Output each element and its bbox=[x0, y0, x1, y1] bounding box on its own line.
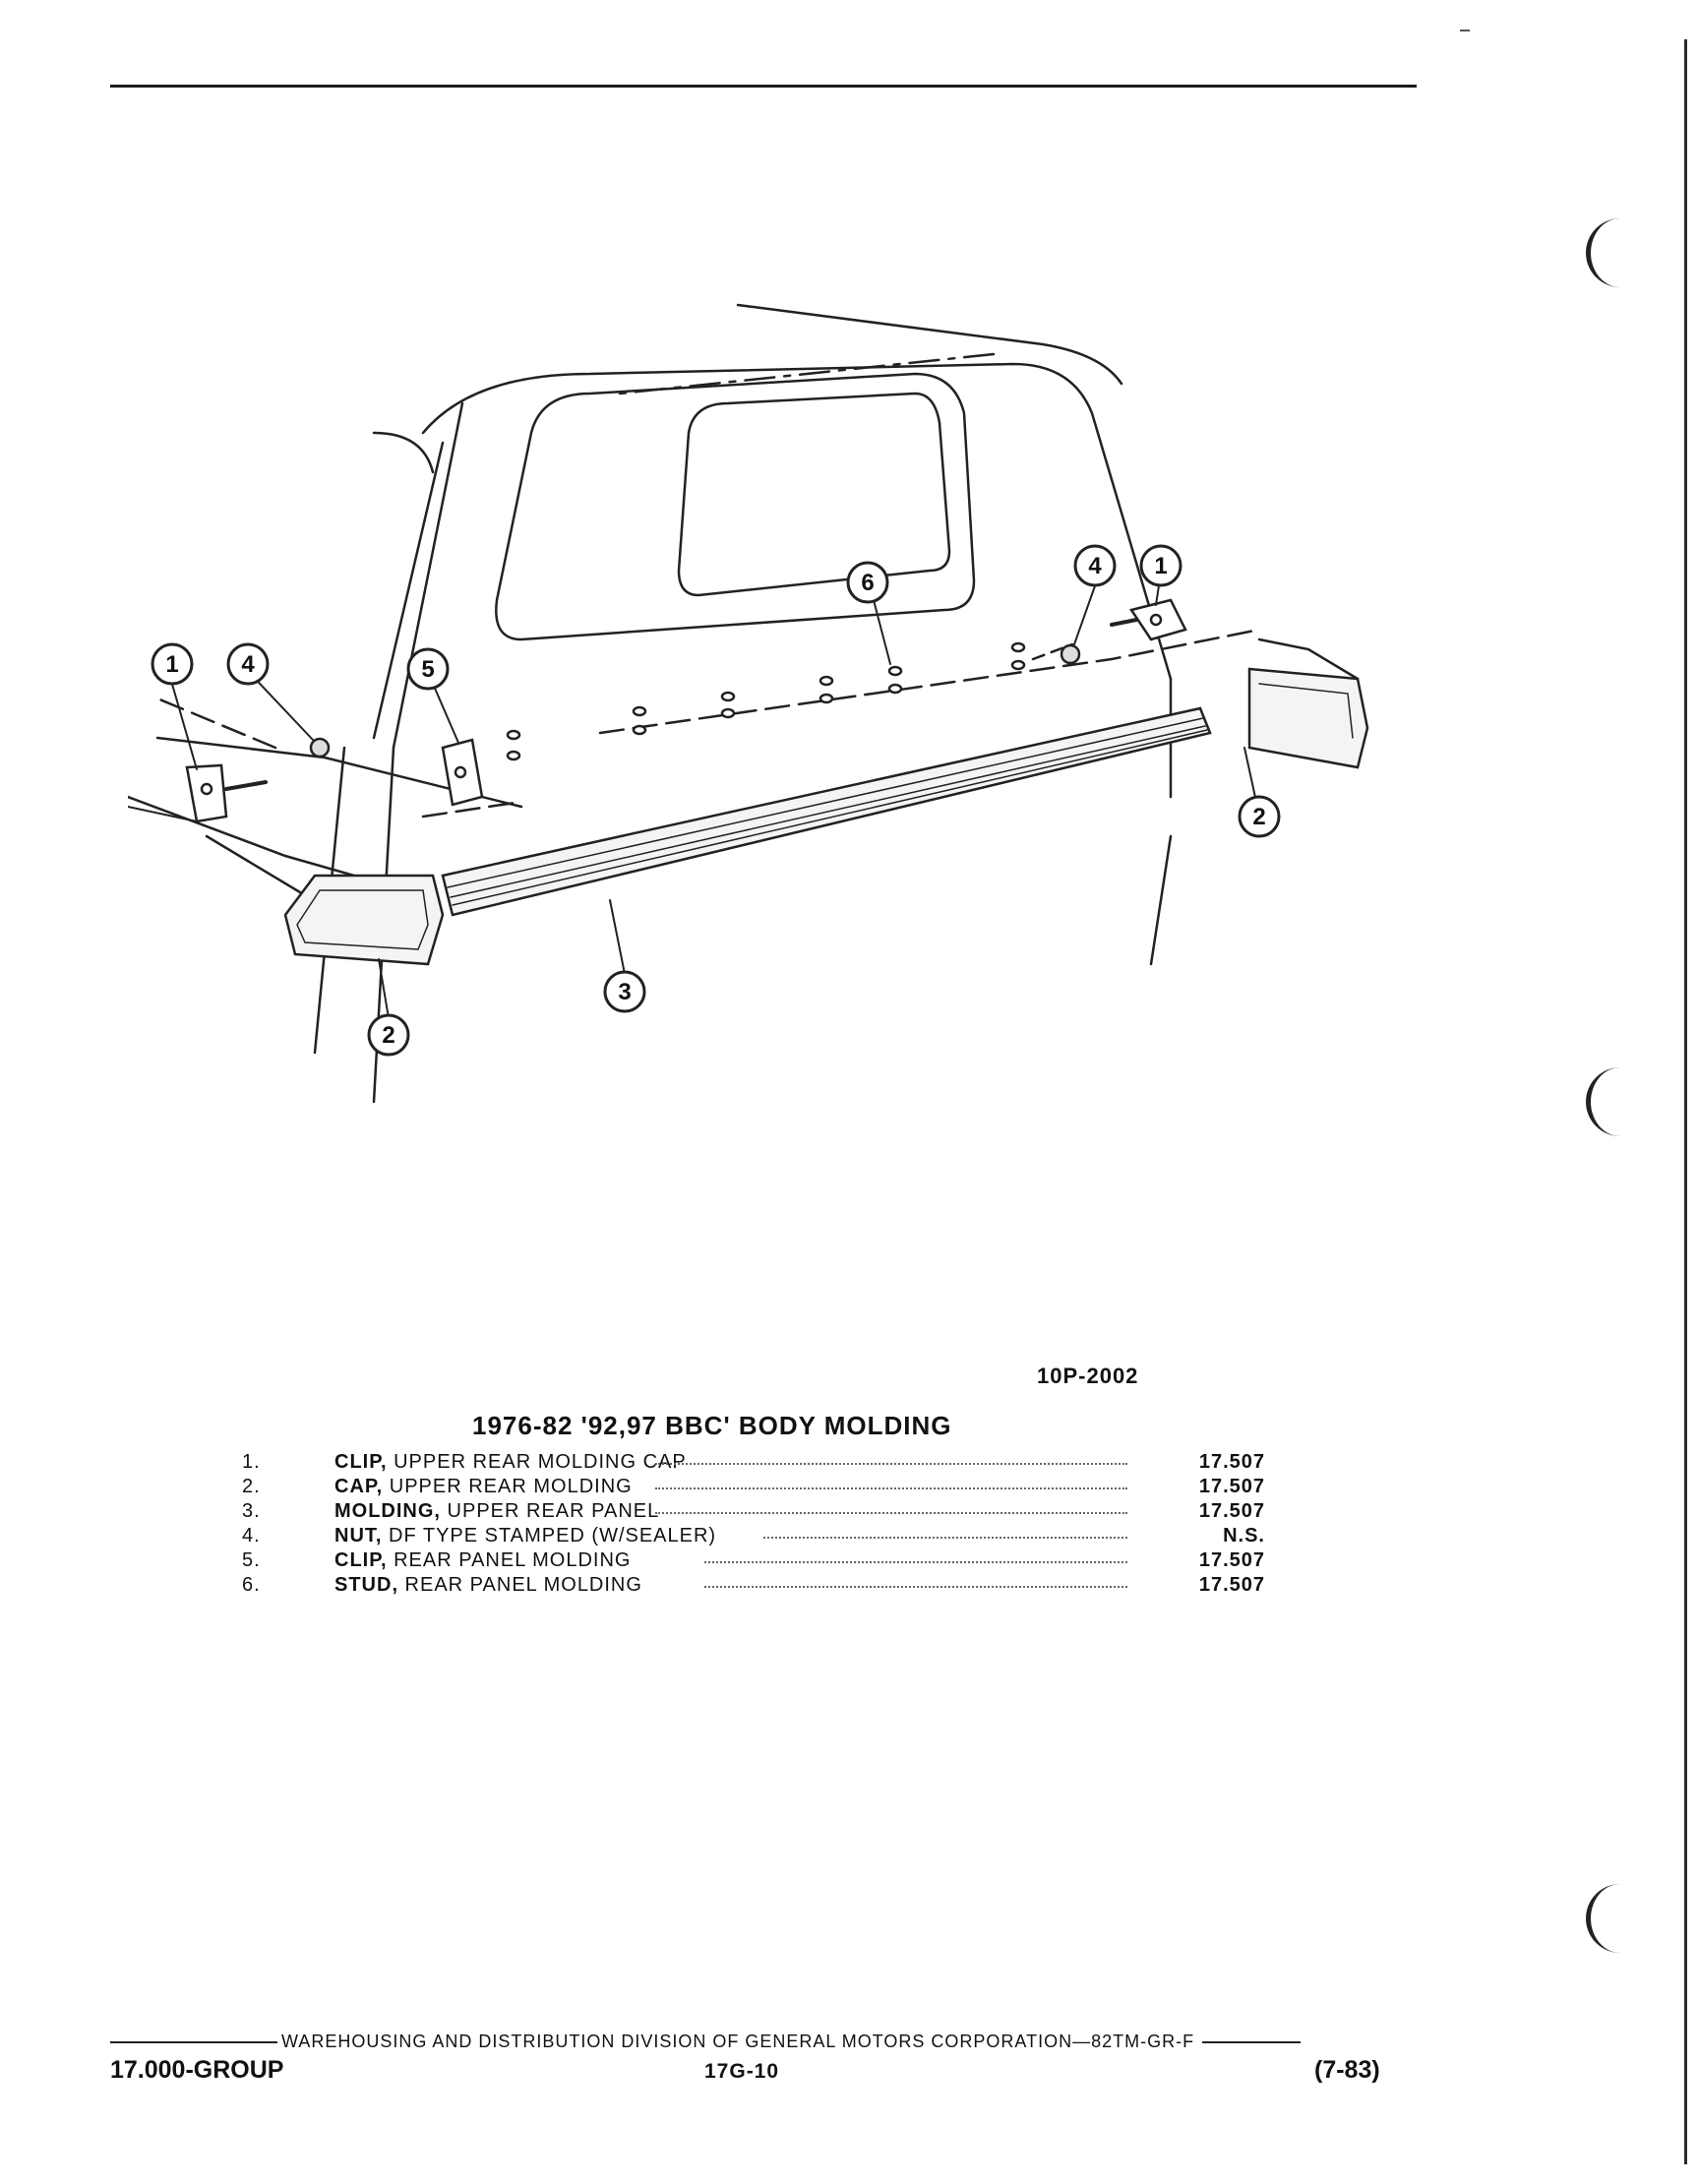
right-stamped-nut bbox=[1060, 643, 1081, 665]
figure-id: 10P-2002 bbox=[1037, 1364, 1139, 1388]
part-number: 2. bbox=[242, 1476, 261, 1497]
callout-2-left: 2 bbox=[382, 1022, 394, 1049]
callout-2-right: 2 bbox=[1252, 804, 1265, 830]
leader-dots bbox=[704, 1586, 1127, 1588]
seam-right bbox=[1031, 642, 1074, 661]
rear-window-outer bbox=[495, 372, 976, 641]
binder-hole-top bbox=[1586, 218, 1630, 287]
group-code: 17.507 bbox=[1198, 1549, 1265, 1571]
leader-dots bbox=[655, 1487, 1127, 1489]
parts-row: 6. STUD, REAR PANEL MOLDING 17.507 bbox=[242, 1574, 1265, 1599]
part-number: 6. bbox=[242, 1574, 261, 1596]
leader-dots bbox=[763, 1537, 1127, 1539]
cab-roof-left bbox=[372, 431, 435, 474]
parts-row: 1. CLIP, UPPER REAR MOLDING CAP 17.507 bbox=[242, 1451, 1265, 1476]
parts-list: 1. CLIP, UPPER REAR MOLDING CAP 17.507 2… bbox=[242, 1451, 1265, 1599]
part-description: CAP, UPPER REAR MOLDING bbox=[334, 1476, 633, 1497]
cab-back-left-2 bbox=[392, 401, 464, 750]
right-upper-clip bbox=[1128, 598, 1187, 641]
footer-division: WAREHOUSING AND DISTRIBUTION DIVISION OF… bbox=[281, 2032, 1195, 2051]
leader-dots bbox=[655, 1512, 1127, 1514]
page-number: 17G-10 bbox=[704, 2060, 780, 2083]
callout-6: 6 bbox=[861, 570, 874, 596]
footer-division-line: WAREHOUSING AND DISTRIBUTION DIVISION OF… bbox=[110, 2032, 1389, 2052]
parts-row: 2. CAP, UPPER REAR MOLDING 17.507 bbox=[242, 1476, 1265, 1500]
cab-back-left bbox=[372, 441, 445, 740]
page-edge bbox=[1684, 39, 1687, 2164]
body-molding-exploded-drawing: 1 4 5 6 4 1 2 3 2 bbox=[128, 303, 1369, 1104]
parts-row: 3. MOLDING, UPPER REAR PANEL 17.507 bbox=[242, 1500, 1265, 1525]
cab-roof-dash bbox=[618, 352, 996, 395]
seam-lower bbox=[421, 800, 523, 819]
part-description: CLIP, UPPER REAR MOLDING CAP bbox=[334, 1451, 687, 1473]
part-description: MOLDING, UPPER REAR PANEL bbox=[334, 1500, 660, 1522]
left-stamped-nut bbox=[309, 737, 331, 758]
leader-dots bbox=[704, 1561, 1127, 1563]
upper-rear-panel-molding bbox=[441, 706, 1212, 917]
header-rule bbox=[110, 85, 1417, 88]
left-upper-clip bbox=[185, 763, 228, 823]
part-description: CLIP, REAR PANEL MOLDING bbox=[334, 1549, 632, 1571]
part-description: STUD, REAR PANEL MOLDING bbox=[334, 1574, 642, 1596]
part-number: 5. bbox=[242, 1549, 261, 1571]
left-clip-screw bbox=[224, 780, 268, 791]
panel-studs bbox=[506, 641, 1026, 761]
seam-upper bbox=[598, 628, 1261, 735]
group-code: 17.507 bbox=[1198, 1451, 1265, 1473]
callout-4-right: 4 bbox=[1088, 553, 1102, 579]
callout-4-left: 4 bbox=[241, 651, 255, 678]
leader-dots bbox=[655, 1463, 1127, 1465]
binder-hole-middle bbox=[1586, 1067, 1630, 1136]
rear-window-glass bbox=[677, 392, 951, 597]
footer-group: 17.000-GROUP bbox=[110, 2056, 284, 2084]
seam-body bbox=[155, 697, 277, 750]
tailgate-shape bbox=[205, 834, 307, 897]
callout-1-right: 1 bbox=[1154, 553, 1167, 579]
parts-row: 5. CLIP, REAR PANEL MOLDING 17.507 bbox=[242, 1549, 1265, 1574]
panel-lower-right bbox=[1149, 834, 1173, 966]
rear-panel-clip bbox=[441, 738, 484, 807]
group-code: 17.507 bbox=[1198, 1574, 1265, 1596]
group-code: 17.507 bbox=[1198, 1500, 1265, 1522]
cab-roof-line bbox=[736, 303, 1123, 386]
right-molding-cap bbox=[1247, 637, 1369, 769]
callout-circles bbox=[151, 544, 1281, 1057]
part-number: 4. bbox=[242, 1525, 261, 1547]
part-number: 1. bbox=[242, 1451, 261, 1473]
right-clip-screw bbox=[1110, 618, 1138, 627]
left-molding-cap bbox=[283, 874, 445, 966]
revision-date: (7-83) bbox=[1314, 2056, 1380, 2084]
parts-row: 4. NUT, DF TYPE STAMPED (W/SEALER) N.S. bbox=[242, 1525, 1265, 1549]
corner-mark bbox=[1460, 30, 1470, 31]
group-code: N.S. bbox=[1223, 1525, 1265, 1547]
group-code: 17.507 bbox=[1198, 1476, 1265, 1497]
footer-rule-left bbox=[110, 2041, 277, 2044]
callout-3: 3 bbox=[618, 979, 631, 1005]
footer-rule-right bbox=[1202, 2041, 1302, 2044]
part-number: 3. bbox=[242, 1500, 261, 1522]
part-description: NUT, DF TYPE STAMPED (W/SEALER) bbox=[334, 1525, 717, 1547]
binder-hole-bottom bbox=[1586, 1884, 1630, 1953]
callout-5: 5 bbox=[421, 656, 434, 683]
figure-title: 1976-82 '92,97 BBC' BODY MOLDING bbox=[472, 1411, 952, 1440]
callout-1-left: 1 bbox=[165, 651, 178, 678]
cab-outline-left bbox=[421, 362, 1173, 799]
